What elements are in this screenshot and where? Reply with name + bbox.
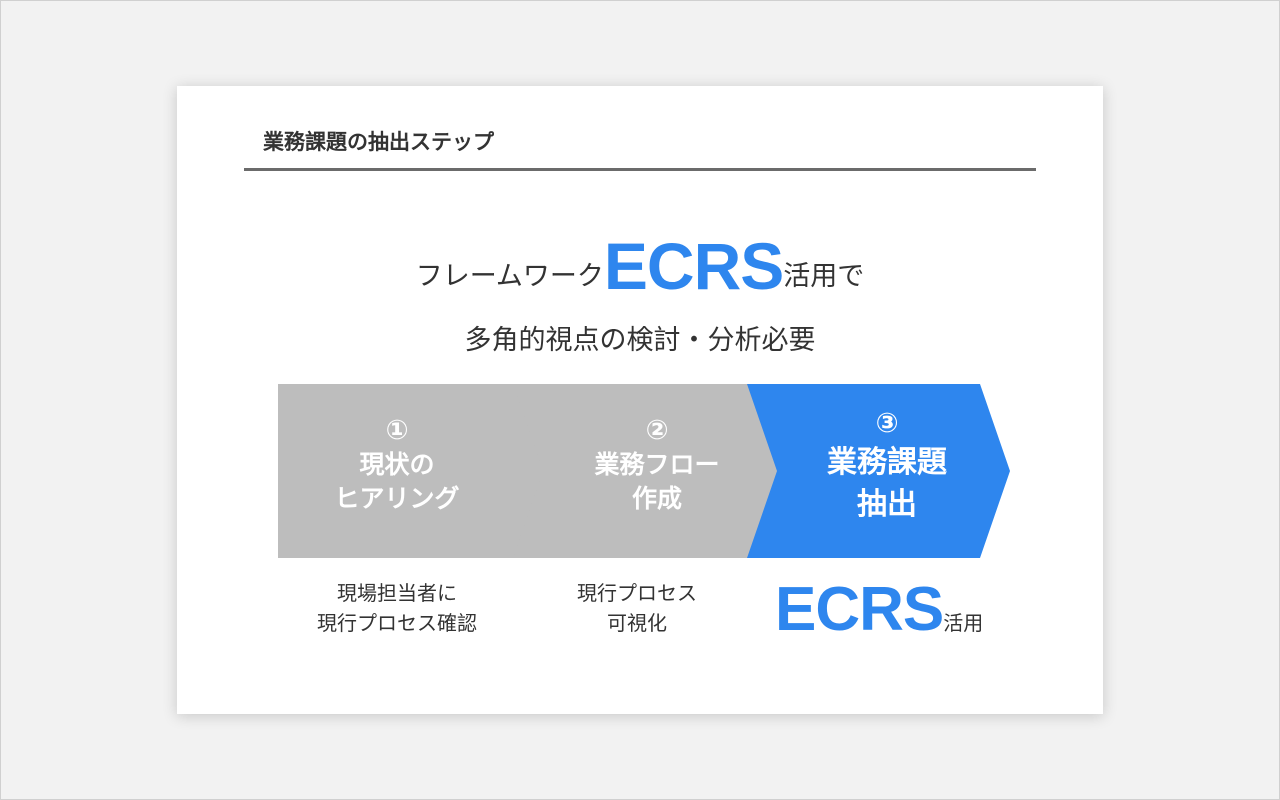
step-3-desc-suffix: 活用 <box>943 611 984 635</box>
headline-highlight: ECRS <box>603 229 784 303</box>
step-2-line1: 業務フロー <box>594 450 720 479</box>
title-divider <box>244 168 1036 171</box>
step-1-desc-line2: 現行プロセス確認 <box>317 611 477 635</box>
step-3-label: ③ 業務課題 抽出 <box>787 406 987 526</box>
step-1-line1: 現状の <box>359 450 435 479</box>
chevron-step-1 <box>278 384 545 558</box>
step-1-number: ① <box>385 415 409 446</box>
headline-suffix: 活用で <box>783 261 865 292</box>
step-1-desc-line1: 現場担当者に <box>337 581 457 605</box>
step-3-desc-highlight: ECRS <box>775 575 944 644</box>
slide-title: 業務課題の抽出ステップ <box>263 130 494 154</box>
slide: 業務課題の抽出ステップ フレームワークECRS活用で 多角的視点の検討・分析必要… <box>177 86 1103 714</box>
step-3-line1: 業務課題 <box>827 445 947 480</box>
headline-line2: 多角的視点の検討・分析必要 <box>464 325 816 356</box>
step-3-line2: 抽出 <box>857 487 917 522</box>
step-2-label: ② 業務フロー 作成 <box>557 414 757 516</box>
step-1-line2: ヒアリング <box>334 484 460 513</box>
step-2-desc-line2: 可視化 <box>607 611 667 635</box>
step-2-description: 現行プロセス 可視化 <box>537 578 737 638</box>
headline: フレームワークECRS活用で <box>177 228 1103 304</box>
step-2-desc-line1: 現行プロセス <box>577 581 697 605</box>
step-1-label: ① 現状の ヒアリング <box>297 414 497 516</box>
step-1-description: 現場担当者に 現行プロセス確認 <box>277 578 517 638</box>
step-3-number: ③ <box>875 408 899 439</box>
step-3-description: ECRS活用 <box>775 574 983 645</box>
headline-prefix: フレームワーク <box>415 261 604 292</box>
chevron-diagram <box>278 384 1010 558</box>
chevron-step-3 <box>747 384 1010 558</box>
step-2-line2: 作成 <box>631 484 682 513</box>
chevron-step-2 <box>513 384 778 558</box>
step-2-number: ② <box>645 415 669 446</box>
